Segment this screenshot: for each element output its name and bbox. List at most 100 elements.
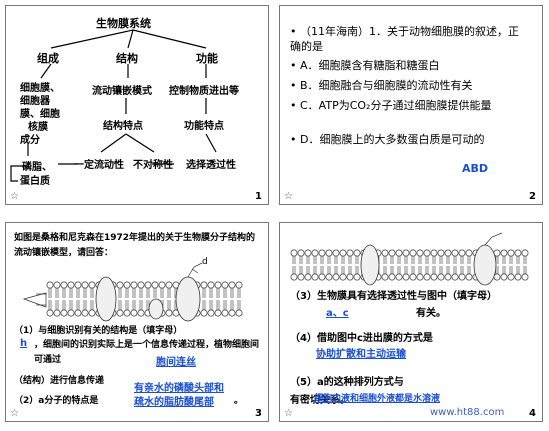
lipid-head — [458, 273, 466, 281]
lipid-head — [200, 281, 208, 289]
component-phospholipid: 磷脂、 — [22, 162, 52, 173]
lipid-head — [395, 249, 403, 257]
lipid-head — [116, 309, 124, 317]
lipid-head — [339, 273, 347, 281]
page-number: 3 — [255, 408, 262, 419]
lipid-head — [514, 273, 522, 281]
lipid-head — [221, 309, 229, 317]
lipid-head — [507, 249, 515, 257]
branch-structure: 结构 — [116, 52, 138, 65]
lipid-head — [437, 249, 445, 257]
lipid-head — [137, 281, 145, 289]
membrane-diagram — [22, 262, 243, 322]
lipid-head — [521, 273, 529, 281]
period: 。 — [234, 396, 244, 406]
q5-part1: （5）a的这种排列方式与 — [290, 377, 404, 388]
lipid-head — [81, 309, 89, 317]
lipid-head — [318, 249, 326, 257]
lipid-head — [88, 281, 96, 289]
lipid-head — [465, 273, 473, 281]
lipid-head — [451, 273, 459, 281]
q3-text: （3）生物膜具有选择透过性与图中（填字母） — [290, 291, 497, 302]
star-icon: ☆ — [284, 191, 293, 202]
lipid-head — [402, 249, 410, 257]
lipid-head — [235, 309, 243, 317]
lipid-head — [514, 249, 522, 257]
star-icon: ☆ — [10, 408, 19, 419]
option-a: •A．细胞膜含有糖脂和糖蛋白 — [290, 59, 440, 72]
lipid-head — [67, 309, 75, 317]
q1-part1: （1）与细胞识别有关的结构是（填字母） — [14, 326, 183, 336]
lipid-head — [53, 281, 61, 289]
lipid-head — [409, 273, 417, 281]
branch-composition: 组成 — [37, 52, 59, 65]
answer-c-transport: 协助扩散和主动运输 — [316, 349, 406, 360]
lipid-head — [451, 249, 459, 257]
composition-line-1: 细胞膜、 — [20, 83, 60, 94]
answer-h: h — [20, 338, 28, 349]
lipid-head — [158, 281, 166, 289]
lipid-head — [137, 309, 145, 317]
lipid-head — [444, 249, 452, 257]
lipid-head — [381, 249, 389, 257]
lipid-head — [123, 309, 131, 317]
lipid-head — [465, 249, 473, 257]
lipid-head — [332, 249, 340, 257]
membrane-diagram-2 — [290, 232, 529, 286]
answer-text: ABD — [462, 162, 489, 175]
lipid-head — [297, 273, 305, 281]
lipid-head — [221, 281, 229, 289]
lipid-head — [430, 273, 438, 281]
lipid-head — [325, 249, 333, 257]
option-b: •B．细胞融合与细胞膜的流动性有关 — [290, 79, 473, 92]
answer-solutions: 细胞内液和细胞外液都是水溶液 — [314, 394, 441, 404]
lipid-head — [290, 249, 298, 257]
lipid-head — [290, 273, 298, 281]
question-text: •（11年海南）1．关于动物细胞膜的叙述，正确的是 — [290, 25, 519, 53]
branch-function: 功能 — [196, 52, 218, 65]
option-d: •D．细胞膜上的大多数蛋白质是可动的 — [290, 133, 485, 146]
composition-line-4: 核膜 — [28, 122, 48, 133]
lipid-head — [144, 281, 152, 289]
lipid-head — [395, 273, 403, 281]
function-control: 控制物质进出等 — [169, 86, 239, 97]
lipid-head — [304, 273, 312, 281]
q1-part2: ，细胞间的识别实际上是一个信息传递过程，植物细胞间可通过 — [34, 340, 260, 365]
lipid-head — [165, 281, 173, 289]
lipid-head — [304, 249, 312, 257]
lipid-head — [74, 281, 82, 289]
lipid-head — [235, 281, 243, 289]
slide-1: 生物膜系统 组成 结构 功能 细胞膜、 细胞器 膜、细胞 核膜 成分 流动镶嵌模… — [5, 5, 269, 205]
lipid-head — [423, 273, 431, 281]
lipid-head — [430, 249, 438, 257]
label-d: d — [202, 257, 208, 267]
q5-part2: 有密切关系。 — [290, 395, 350, 406]
lipid-head — [88, 309, 96, 317]
lipid-head — [409, 249, 417, 257]
lipid-head — [311, 273, 319, 281]
answer-ac: a、c — [326, 308, 349, 319]
structure-feature: 结构特点 — [103, 121, 143, 132]
lipid-head — [402, 273, 410, 281]
structure-model: 流动镶嵌模式 — [92, 86, 152, 97]
answer-a-line1: 有亲水的磷酸头部和 — [134, 383, 224, 394]
lipid-head — [165, 309, 173, 317]
lipid-head — [297, 249, 305, 257]
lipid-head — [207, 309, 215, 317]
lipid-head — [151, 281, 159, 289]
composition-line-3: 膜、细胞 — [20, 109, 60, 120]
composition-line-2: 细胞器 — [20, 96, 50, 107]
lipid-head — [339, 249, 347, 257]
lipid-head — [81, 281, 89, 289]
slide-4: （3）生物膜具有选择透过性与图中（填字母） a、c 有关。 （4）借助图中c进出… — [279, 222, 543, 422]
lipid-head — [325, 273, 333, 281]
feature-selectivity: 选择透过性 — [186, 160, 236, 171]
lipid-head — [388, 249, 396, 257]
lipid-head — [123, 281, 131, 289]
lipid-head — [214, 309, 222, 317]
page-number: 2 — [529, 191, 536, 202]
answer-a-line2: 疏水的脂肪酸尾部 — [134, 397, 214, 408]
lipid-head — [60, 309, 68, 317]
lipid-head — [74, 309, 82, 317]
answer-plasmodesmata: 胞间连丝 — [156, 357, 196, 368]
